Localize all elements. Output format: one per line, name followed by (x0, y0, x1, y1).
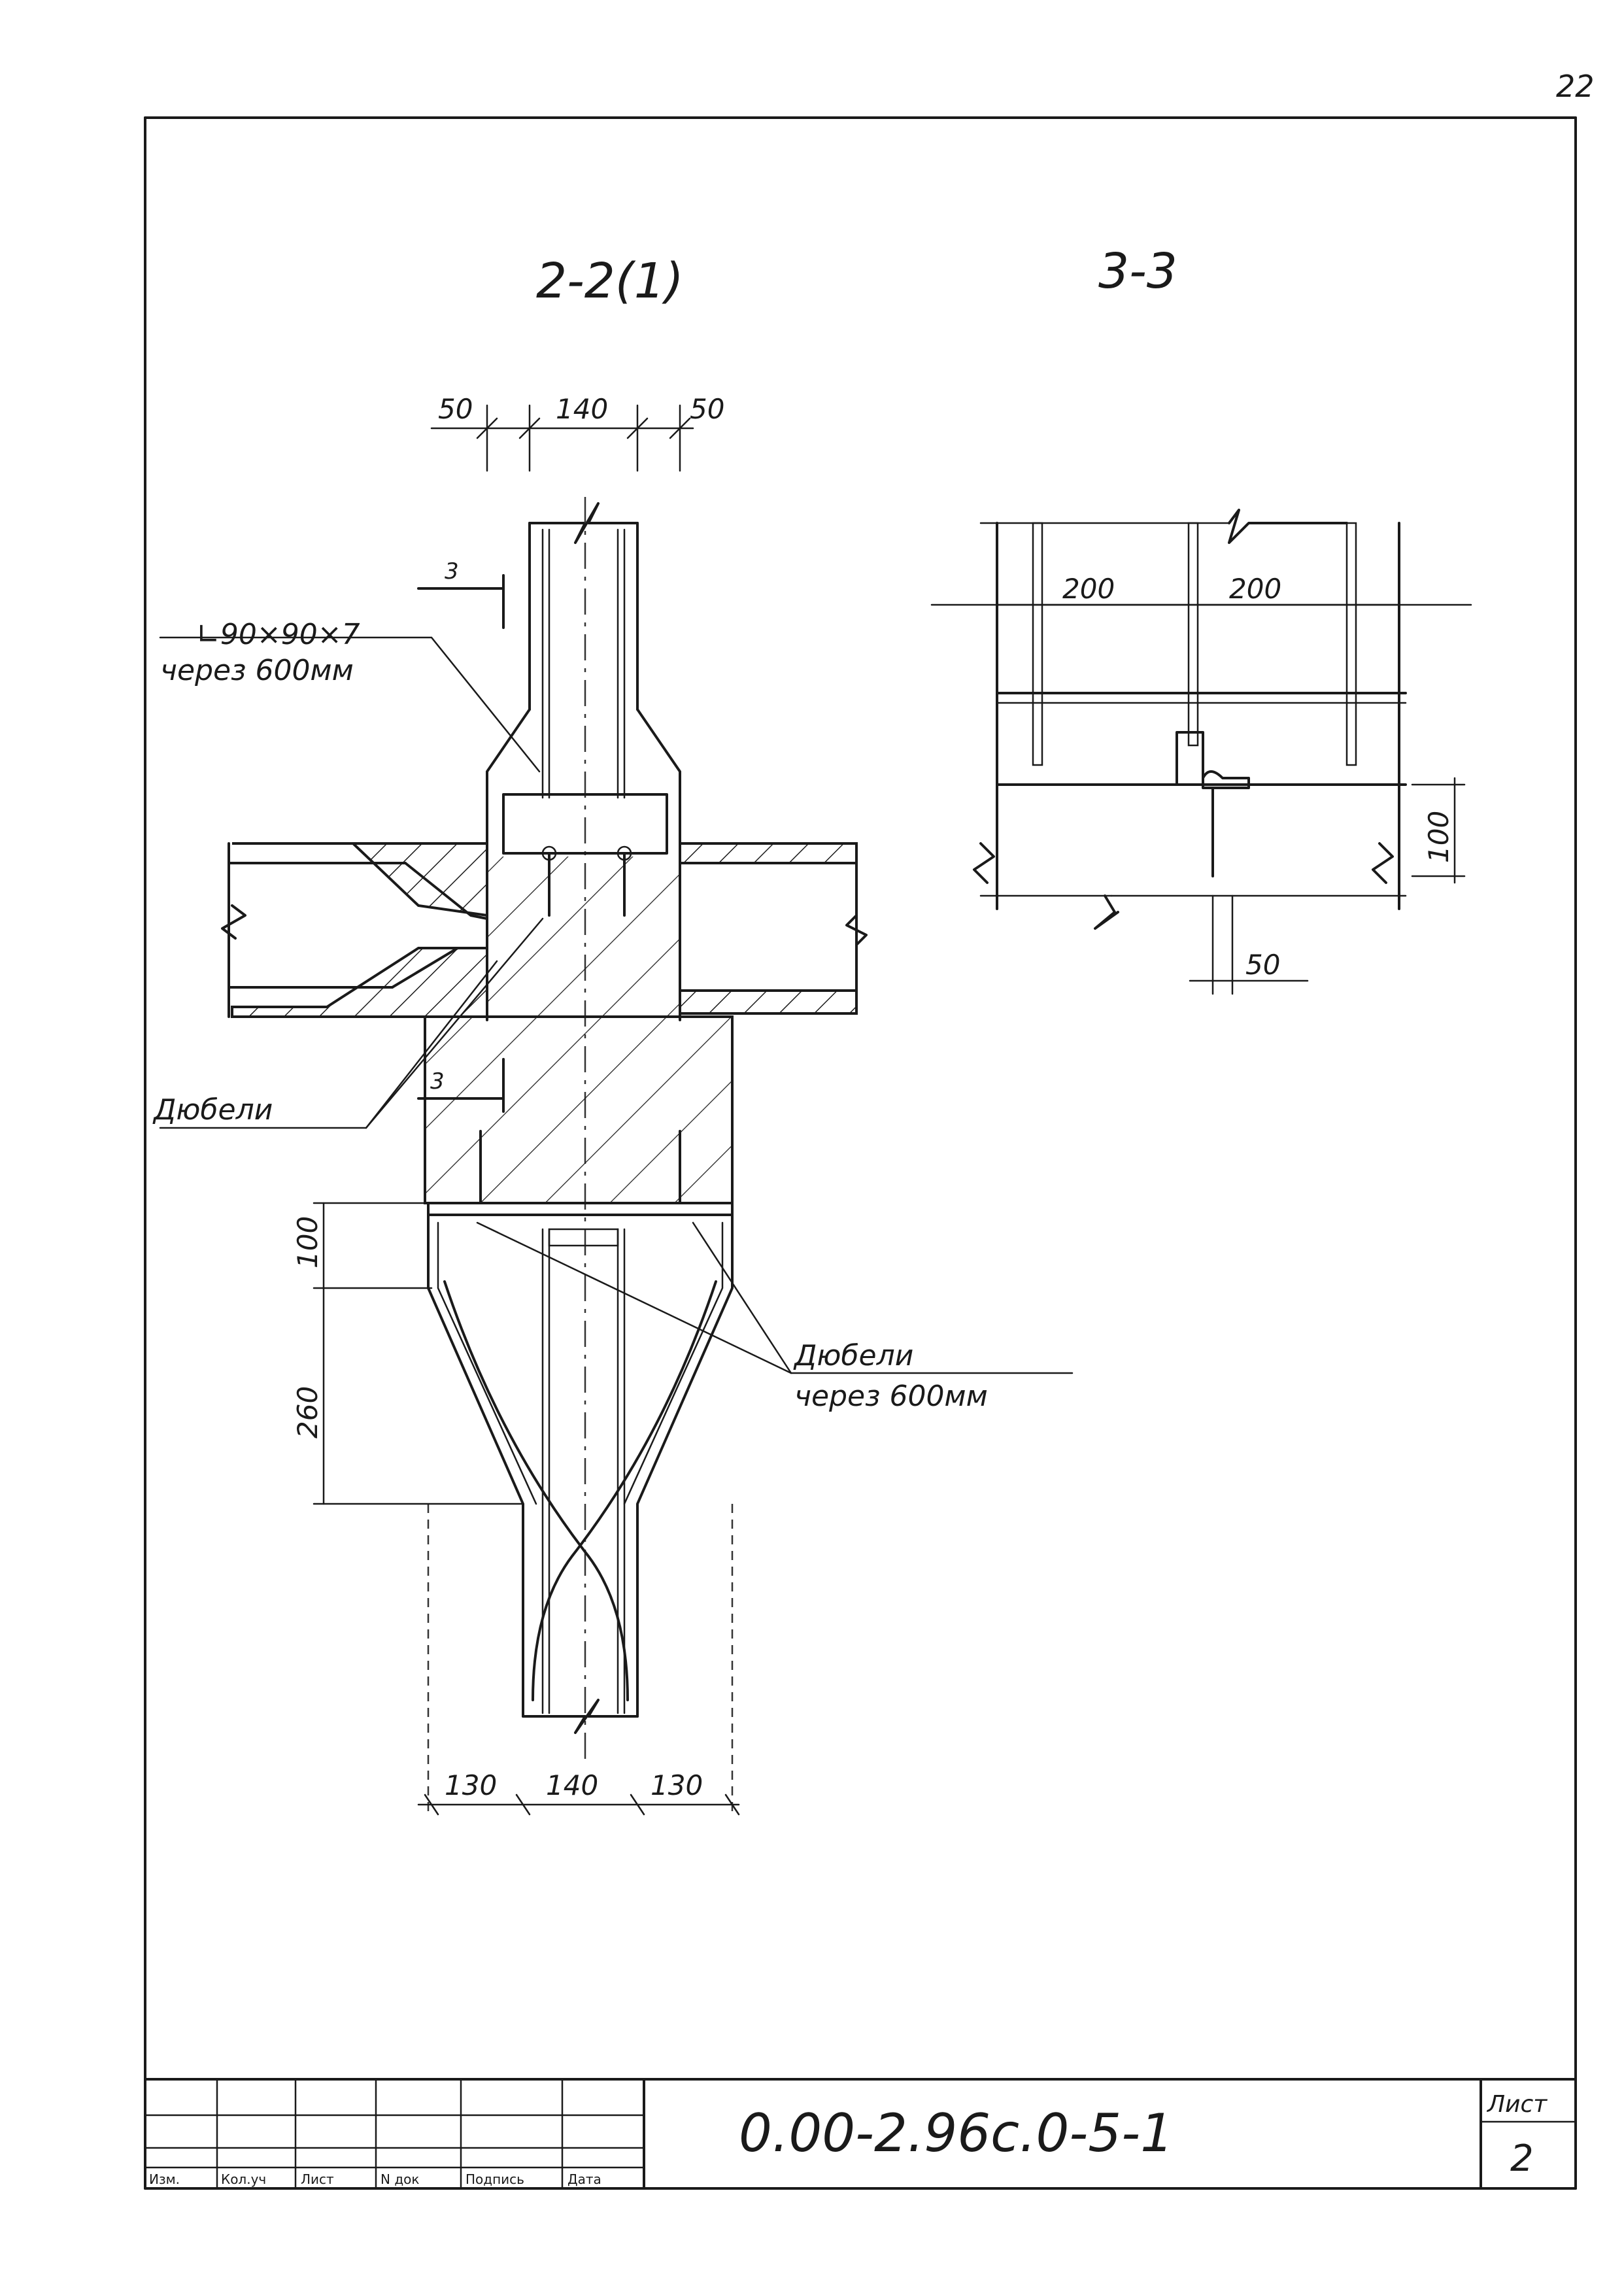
angle-spacing: через 600мм (160, 654, 354, 687)
document-code: 0.00-2.96с.0-5-1 (739, 2103, 1174, 2164)
dowels-right-label: Дюбели (793, 1339, 913, 1372)
dowels-right-spacing: через 600мм (794, 1380, 988, 1413)
dim-vertical-260: 260 (292, 1386, 324, 1438)
dim-bottom-2: 140 (546, 1769, 598, 1801)
section-2-2-drawing (159, 404, 1074, 1818)
dim-top-2: 140 (556, 393, 608, 425)
dim-top-3: 50 (690, 393, 724, 425)
dowels-left-label: Дюбели (152, 1093, 273, 1127)
dim-vertical-100: 100 (292, 1216, 324, 1268)
dim-33-bottom: 50 (1245, 949, 1280, 981)
title-col-data: Дата (567, 2171, 601, 2187)
section-title-2-2: 2-2(1) (536, 253, 684, 309)
page-number: 22 (1556, 69, 1595, 104)
dim-top-1: 50 (438, 393, 473, 425)
section-mark-bottom: 3 (430, 1068, 445, 1095)
title-col-izm: Изм. (149, 2171, 180, 2187)
section-3-3-drawing (930, 509, 1472, 995)
angle-label: ∟90×90×7 (196, 618, 360, 651)
drawing-frame (144, 116, 1577, 2190)
section-title-3-3: 3-3 (1098, 243, 1177, 299)
dimension-labels-top: 50 140 50 (438, 393, 724, 425)
title-col-n-dok: N док (381, 2171, 419, 2187)
title-col-podpis: Подпись (465, 2171, 524, 2187)
dim-bottom-1: 130 (445, 1769, 497, 1801)
sheet-number: 2 (1510, 2137, 1534, 2180)
title-block (144, 2078, 1577, 2190)
title-col-kol-uch: Кол.уч (221, 2171, 266, 2187)
section-mark-top: 3 (445, 558, 459, 585)
dim-33-h1: 200 (1062, 573, 1115, 605)
dim-33-v: 100 (1423, 811, 1455, 863)
dim-bottom-3: 130 (651, 1769, 703, 1801)
title-col-list: Лист (301, 2171, 334, 2187)
sheet-label: Лист (1486, 2091, 1548, 2118)
dim-33-h2: 200 (1229, 573, 1281, 605)
dimension-labels-bottom: 130 140 130 (445, 1769, 703, 1801)
